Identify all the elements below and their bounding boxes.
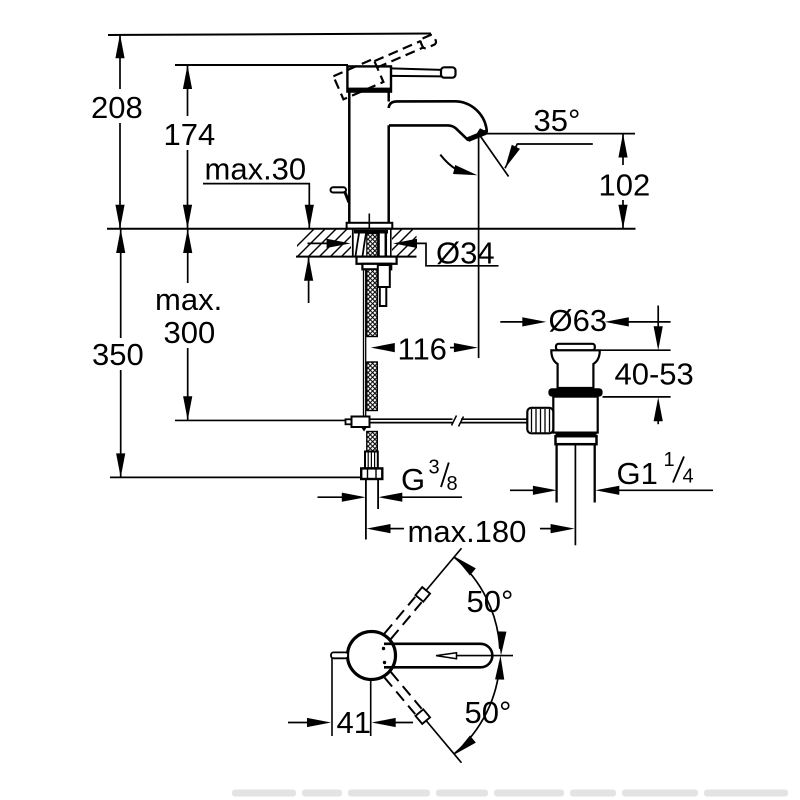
- svg-text:174: 174: [164, 117, 216, 152]
- svg-text:3: 3: [429, 457, 440, 479]
- svg-text:max.: max.: [155, 282, 222, 317]
- svg-text:Ø63: Ø63: [549, 303, 608, 338]
- svg-text:208: 208: [91, 90, 143, 125]
- svg-text:102: 102: [599, 167, 651, 202]
- svg-text:G: G: [401, 462, 425, 497]
- svg-text:116: 116: [398, 332, 447, 367]
- svg-text:41: 41: [337, 705, 371, 740]
- svg-text:350: 350: [92, 337, 144, 372]
- svg-text:300: 300: [164, 315, 216, 350]
- svg-text:G1: G1: [617, 456, 658, 491]
- svg-text:4: 4: [683, 466, 694, 488]
- svg-text:50°: 50°: [465, 695, 512, 730]
- svg-text:8: 8: [447, 473, 458, 495]
- svg-text:50°: 50°: [467, 584, 514, 619]
- svg-text:40-53: 40-53: [615, 357, 694, 392]
- svg-text:Ø34: Ø34: [436, 235, 495, 270]
- svg-text:1: 1: [664, 449, 675, 471]
- svg-text:35°: 35°: [534, 103, 581, 138]
- svg-text:max.30: max.30: [205, 151, 307, 186]
- svg-text:max.180: max.180: [408, 514, 527, 549]
